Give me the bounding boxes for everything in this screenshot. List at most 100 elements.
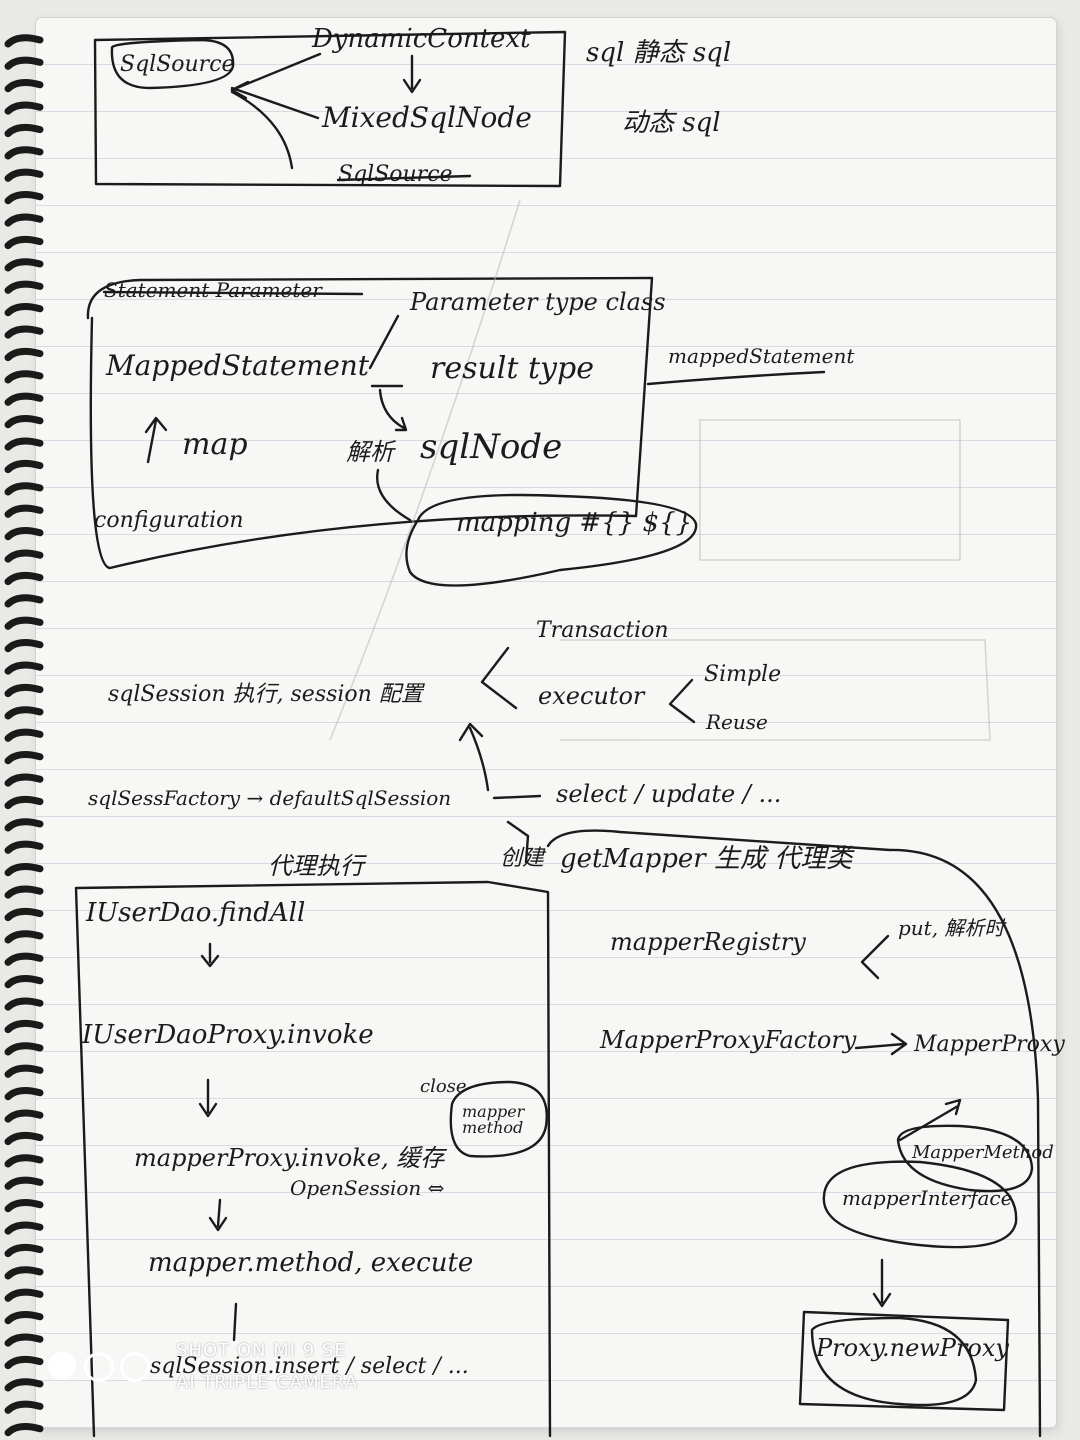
- spiral-coil: [4, 1266, 44, 1280]
- label-mapper-method: MapperMethod: [912, 1142, 1054, 1163]
- label-proxy-new: Proxy.newProxy: [816, 1334, 1009, 1362]
- arrow-step2: [198, 1078, 218, 1118]
- spiral-coil: [4, 863, 44, 877]
- label-sqlsource: SqlSource: [120, 52, 235, 77]
- box-mapped-statement: [86, 276, 654, 570]
- arrow-to-sqlnode: [378, 388, 408, 432]
- mapping-ellipse: [405, 493, 698, 587]
- spiral-coil: [4, 258, 44, 272]
- watermark-line-2: AI TRIPLE CAMERA: [176, 1372, 359, 1393]
- label-sql-node-note: 解析: [346, 438, 394, 466]
- label-dynamic-sql: 动态 sql: [622, 108, 721, 138]
- mapper-method-oval: [896, 1124, 1034, 1193]
- label-get-mapper-title: getMapper 生成 代理类: [560, 844, 853, 874]
- label-sqlsource-struck: SqlSource: [338, 162, 453, 187]
- spiral-coil: [4, 907, 44, 922]
- label-create: 创建: [500, 846, 545, 871]
- spiral-coil: [4, 1109, 44, 1123]
- arrow-step4: [232, 1302, 238, 1342]
- spiral-coil: [4, 1243, 44, 1258]
- label-step4: mapper.method, execute: [148, 1248, 474, 1278]
- spiral-coil: [4, 885, 44, 899]
- spiral-coil: [4, 840, 44, 854]
- spiral-coil: [4, 728, 44, 742]
- spiral-coil: [4, 1064, 44, 1078]
- create-link: [506, 820, 530, 864]
- spiral-coil: [4, 303, 44, 317]
- spiral-coil: [4, 1423, 44, 1437]
- spiral-coil: [4, 616, 44, 630]
- spiral-coil: [4, 639, 44, 653]
- spiral-coil: [4, 683, 44, 698]
- sqlsource-bubble: [110, 38, 235, 90]
- arrow-down-context-mixed: [402, 54, 422, 94]
- spiral-coil: [4, 1378, 44, 1392]
- spiral-coil: [4, 482, 44, 496]
- spiral-coil: [4, 370, 44, 384]
- label-map: map: [182, 427, 248, 462]
- arrow-step1: [200, 942, 220, 968]
- spiral-coil: [4, 415, 44, 429]
- side-label-underline: [646, 370, 826, 386]
- bleed-through-shadows: [329, 199, 991, 741]
- spiral-coil: [4, 527, 44, 541]
- mapping-to-sqlnode-link: [376, 468, 412, 522]
- proxy-new-box: [798, 1310, 1010, 1412]
- spiral-coil: [4, 1288, 44, 1302]
- label-simple: Simple: [704, 662, 782, 687]
- arrow-step3: [208, 1198, 228, 1232]
- label-step3-close: close: [420, 1076, 467, 1097]
- spiral-coil: [4, 751, 44, 765]
- spiral-coil: [4, 1311, 44, 1325]
- spiral-coil: [4, 773, 44, 787]
- label-mapper-proxy: MapperProxy: [914, 1032, 1065, 1057]
- arrow-bottom-to-sqlsource: [230, 90, 294, 170]
- brace-connector: [368, 314, 404, 388]
- spiral-coil: [4, 280, 44, 294]
- mapper-method-bubble: [449, 1080, 548, 1158]
- spiral-coil: [4, 437, 44, 451]
- watermark-dot-filled: [48, 1352, 76, 1380]
- label-sql-node: sqlNode: [420, 427, 563, 467]
- spiral-coil: [4, 661, 44, 675]
- notebook-page: [36, 18, 1056, 1428]
- spiral-coil: [4, 1400, 44, 1414]
- spiral-coil: [4, 146, 44, 160]
- spiral-coil: [4, 1131, 44, 1146]
- spiral-coil: [4, 706, 44, 720]
- label-transaction: Transaction: [536, 618, 669, 643]
- spiral-coil: [4, 1042, 44, 1056]
- spiral-coil: [4, 101, 44, 115]
- spiral-coil: [4, 549, 44, 563]
- label-step1: IUserDao.findAll: [86, 898, 306, 928]
- spiral-coil: [4, 235, 44, 250]
- box-proxy-exec: [74, 880, 552, 1438]
- label-select-update: select / update / ...: [556, 780, 782, 808]
- spiral-coil: [4, 347, 44, 362]
- spiral-coil: [4, 1221, 44, 1235]
- spiral-coil: [4, 459, 44, 474]
- spiral-binding: [4, 34, 44, 1437]
- watermark-dot-ring-1: [84, 1352, 114, 1382]
- label-executor: executor: [538, 682, 645, 710]
- spiral-coil: [4, 952, 44, 966]
- down-arrow-to-proxy: [872, 1258, 892, 1308]
- spiral-coil: [4, 1019, 44, 1034]
- spiral-coil: [4, 571, 44, 586]
- label-mapping: mapping #{} ${}: [456, 508, 693, 538]
- spiral-coil: [4, 1087, 44, 1101]
- box-get-mapper: [546, 829, 1042, 1438]
- spiral-coil: [4, 123, 44, 138]
- spiral-coil: [4, 1355, 44, 1370]
- brace-registry: [860, 934, 890, 980]
- spiral-coil: [4, 930, 44, 944]
- arrow-head-sqlsource: [230, 80, 250, 100]
- spiral-coil: [4, 1176, 44, 1190]
- arrow-factory-proxy: [854, 1032, 908, 1056]
- label-static-sql: sql 静态 sql: [586, 38, 732, 68]
- label-step5: sqlSession.insert / select / ...: [150, 1354, 469, 1379]
- label-configuration: configuration: [94, 508, 244, 533]
- mapper-interface-oval: [822, 1160, 1018, 1249]
- label-dynamic-context: DynamicContext: [312, 24, 531, 54]
- spiral-coil: [4, 818, 44, 832]
